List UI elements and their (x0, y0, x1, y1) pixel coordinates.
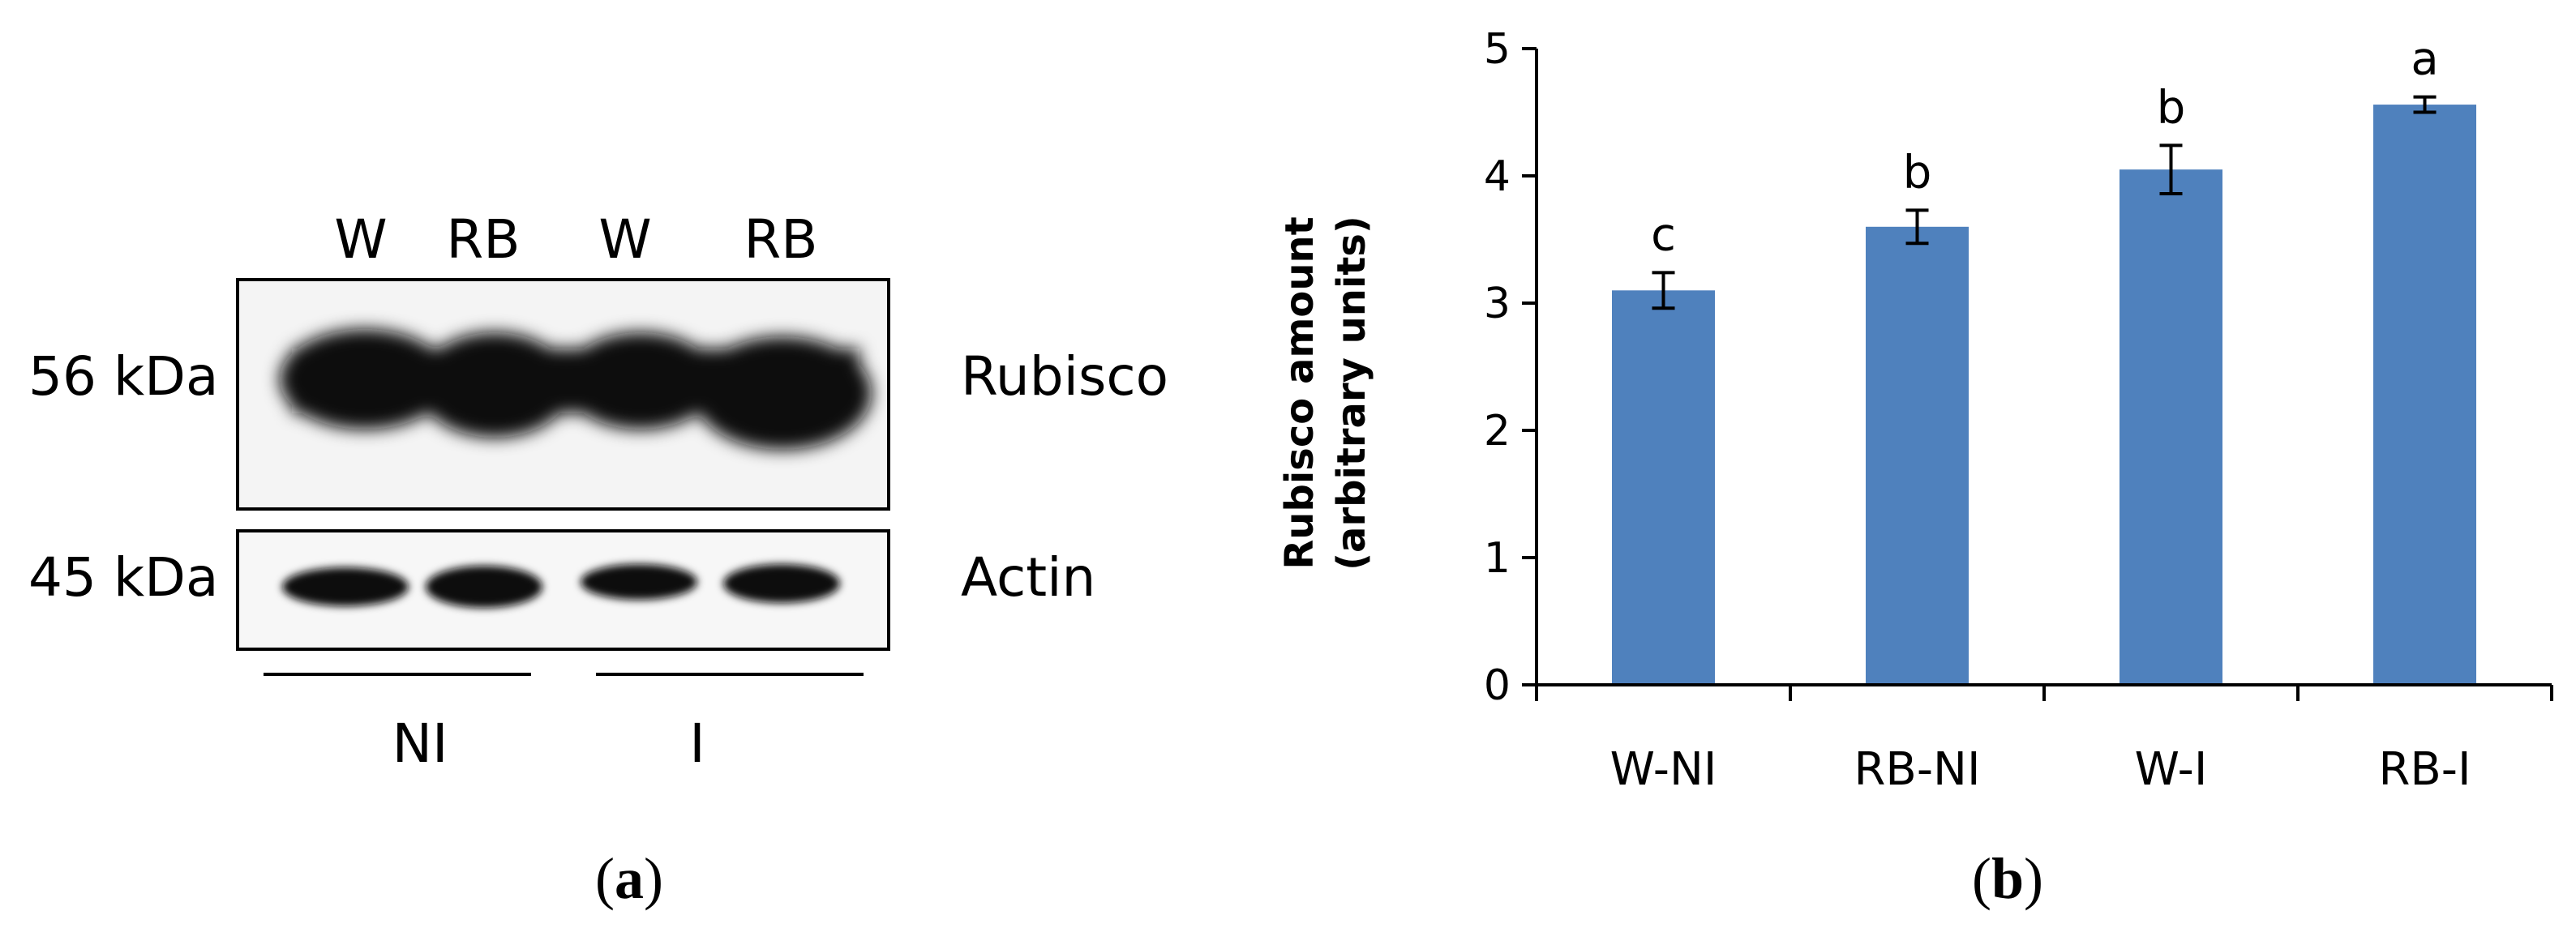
panel-label-b: (b) (1972, 846, 2043, 911)
actin-size-label: 45 kDa (28, 546, 218, 609)
bar-w-ni (1612, 290, 1715, 685)
group-label-i: I (689, 712, 705, 775)
actin-band-1 (282, 567, 409, 606)
bars-layer (1612, 95, 2476, 685)
y-axis-title-line-2: (arbitrary units) (1329, 216, 1374, 571)
rubisco-blot (236, 278, 890, 511)
lane-label-3: W (598, 208, 651, 271)
y-tick-label-2: 2 (1484, 407, 1511, 455)
bar-rb-i (2373, 105, 2476, 685)
category-label-w-i: W-I (2135, 743, 2208, 796)
y-axis-title: Rubisco amount (arbitrary units) (1277, 216, 1374, 571)
significance-letter-w-i: b (2157, 81, 2186, 134)
labels-layer: cW-NI bRB-NI bW-I aRB-I 0 1 2 3 4 5 (1484, 25, 2471, 796)
category-label-w-ni: W-NI (1610, 743, 1717, 796)
axes-layer (1522, 47, 2553, 701)
panel-label-a: (a) (595, 846, 663, 911)
rubisco-protein-label: Rubisco (961, 345, 1168, 408)
bar-rb-ni (1866, 226, 1969, 685)
lane-label-1: W (334, 208, 387, 271)
category-label-rb-ni: RB-NI (1854, 743, 1981, 796)
y-tick-label-5: 5 (1484, 25, 1511, 74)
actin-protein-label: Actin (961, 546, 1095, 609)
actin-bands (282, 564, 840, 608)
bar-chart: Rubisco amount (arbitrary units) cW-NI bR… (1277, 25, 2553, 796)
category-label-rb-i: RB-I (2378, 743, 2471, 796)
lane-label-2: RB (446, 208, 520, 271)
actin-band-3 (581, 564, 697, 600)
group-label-ni: NI (392, 712, 448, 775)
actin-band-4 (723, 564, 840, 603)
western-blot-panel: W RB W RB 56 kDa Rubisco (28, 208, 1168, 911)
significance-letter-rb-i: a (2411, 33, 2438, 86)
y-tick-label-3: 3 (1484, 280, 1511, 328)
y-axis-title-line-1: Rubisco amount (1277, 216, 1322, 569)
significance-letter-rb-ni: b (1903, 146, 1932, 199)
actin-band-2 (426, 566, 542, 608)
y-tick-label-0: 0 (1484, 661, 1511, 710)
bar-w-i (2120, 169, 2222, 685)
lane-label-4: RB (744, 208, 817, 271)
y-tick-label-4: 4 (1484, 152, 1511, 201)
actin-blot (236, 529, 890, 651)
significance-letter-w-ni: c (1651, 208, 1676, 261)
rubisco-size-label: 56 kDa (28, 345, 218, 408)
rubisco-bands (280, 329, 872, 450)
y-tick-label-1: 1 (1484, 534, 1511, 583)
